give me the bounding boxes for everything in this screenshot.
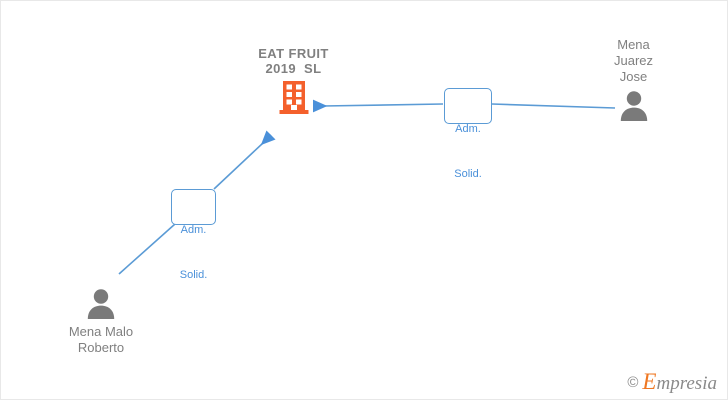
relation-label-line-1: Adm. xyxy=(180,224,207,236)
edge-malo-to-company xyxy=(118,130,276,275)
person-icon[interactable] xyxy=(85,287,117,319)
copyright-icon: © xyxy=(627,374,639,391)
company-name-line-2: 2019 SL xyxy=(265,61,322,76)
person-name-line-1: Mena xyxy=(617,37,650,52)
watermark-empresia: © Empresia xyxy=(627,369,717,394)
company-name-line-1: EAT FRUIT xyxy=(258,46,329,61)
brand-rest: mpresia xyxy=(656,373,717,394)
edge-juarez-to-company xyxy=(313,99,616,113)
relation-label-line-1: Adm. xyxy=(455,123,481,135)
brand-name: Empresia xyxy=(642,369,717,394)
person-name-line-2: Roberto xyxy=(77,340,125,355)
person-name-line-1: Mena Malo xyxy=(68,324,134,339)
person-node-mena-juarez-jose[interactable]: Mena Juarez Jose xyxy=(586,37,681,121)
person-icon[interactable] xyxy=(618,89,650,121)
relation-label-line-2: Solid. xyxy=(454,168,482,180)
person-node-mena-malo-roberto[interactable]: Mena Malo Roberto xyxy=(51,287,151,356)
brand-initial: E xyxy=(642,369,657,394)
company-node-eat-fruit[interactable]: EAT FRUIT 2019 SL xyxy=(216,46,371,115)
person-name-line-2: Juarez xyxy=(613,53,654,68)
building-icon[interactable] xyxy=(279,80,309,115)
relation-label-malo[interactable]: Adm. Solid. xyxy=(171,189,216,281)
relation-label-line-2: Solid. xyxy=(179,269,208,281)
person-name-line-3: Jose xyxy=(619,69,648,84)
relation-label-juarez[interactable]: Adm. Solid. xyxy=(444,88,492,180)
